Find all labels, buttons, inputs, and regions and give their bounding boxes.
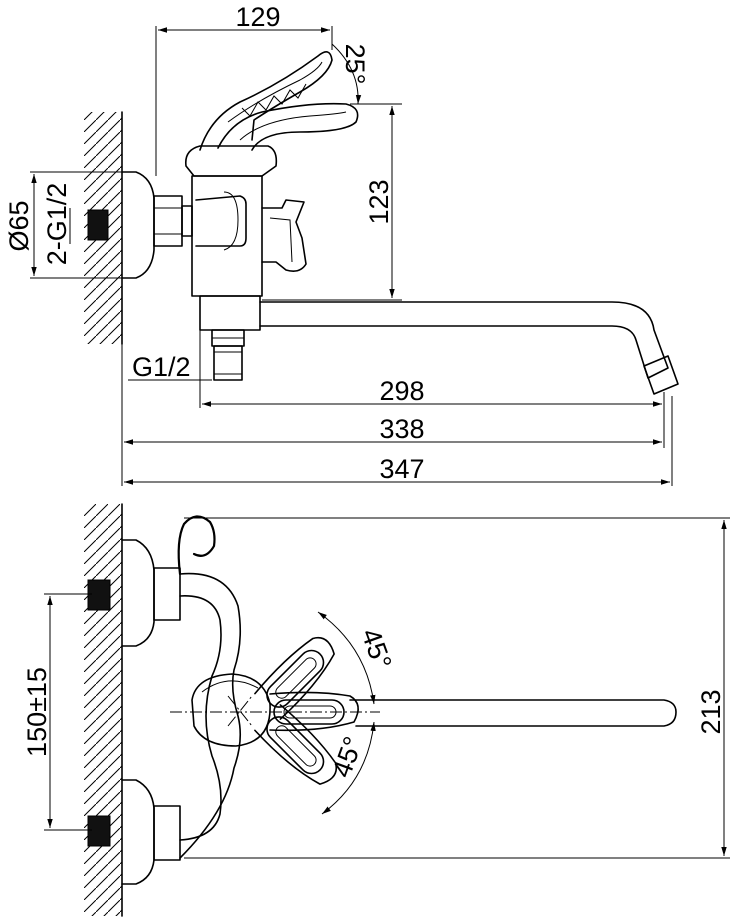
wall-hatching-top xyxy=(84,504,122,916)
dim-label-123: 123 xyxy=(364,179,394,224)
connector-nut-side xyxy=(153,195,183,247)
inlet-block-upper xyxy=(87,579,111,611)
dim-label-g12-inlet: 2-G1/2 xyxy=(42,183,72,266)
angle-label-lower: 45° xyxy=(326,733,368,782)
angle-label-upper: 45° xyxy=(355,625,397,674)
angle-arc-upper xyxy=(317,611,376,705)
dim-label-338: 338 xyxy=(379,414,424,444)
spout-side xyxy=(259,301,669,379)
angle-arc-lower xyxy=(321,721,376,815)
mixer-body-top xyxy=(179,572,242,859)
lever-straight-top[interactable] xyxy=(269,691,359,732)
dim-label-129: 129 xyxy=(235,2,280,32)
connector-nut-lower xyxy=(153,805,181,861)
hook-top xyxy=(177,515,216,576)
lever-lower-swing-top[interactable] xyxy=(254,704,344,793)
dim-label-298: 298 xyxy=(379,376,424,406)
dim-label-g12-outlet: G1/2 xyxy=(132,352,191,382)
outlet-body-side xyxy=(199,295,261,331)
dim-label-213: 213 xyxy=(696,689,726,734)
spout-top xyxy=(349,699,677,727)
side-view: 129 25° 123 Ø65 2-G1/2 G1/2 298 338 347 xyxy=(4,2,679,486)
diverter-knob-side[interactable] xyxy=(261,199,307,272)
escutcheon-lower xyxy=(121,779,155,885)
mixer-body-side xyxy=(191,175,263,297)
cartridge-cap-side xyxy=(184,145,278,177)
dim-label-347: 347 xyxy=(379,454,424,484)
inlet-block-lower xyxy=(87,815,111,847)
angle-label-25: 25° xyxy=(340,44,370,85)
top-view: 45° 45° 150±15 213 xyxy=(22,503,730,917)
escutcheon-upper xyxy=(121,539,155,647)
angle-arc-25 xyxy=(331,43,362,105)
connector-nut-upper xyxy=(153,567,181,621)
dim-label-150: 150±15 xyxy=(22,667,52,757)
lever-handle-side[interactable] xyxy=(199,51,333,151)
inlet-block-side xyxy=(87,209,109,241)
lever-handle-down-side[interactable] xyxy=(217,102,359,151)
dim-label-65: Ø65 xyxy=(4,200,34,251)
aerator-side xyxy=(643,355,679,395)
mixer-body-top-inner xyxy=(179,595,222,841)
escutcheon-side xyxy=(121,171,155,279)
